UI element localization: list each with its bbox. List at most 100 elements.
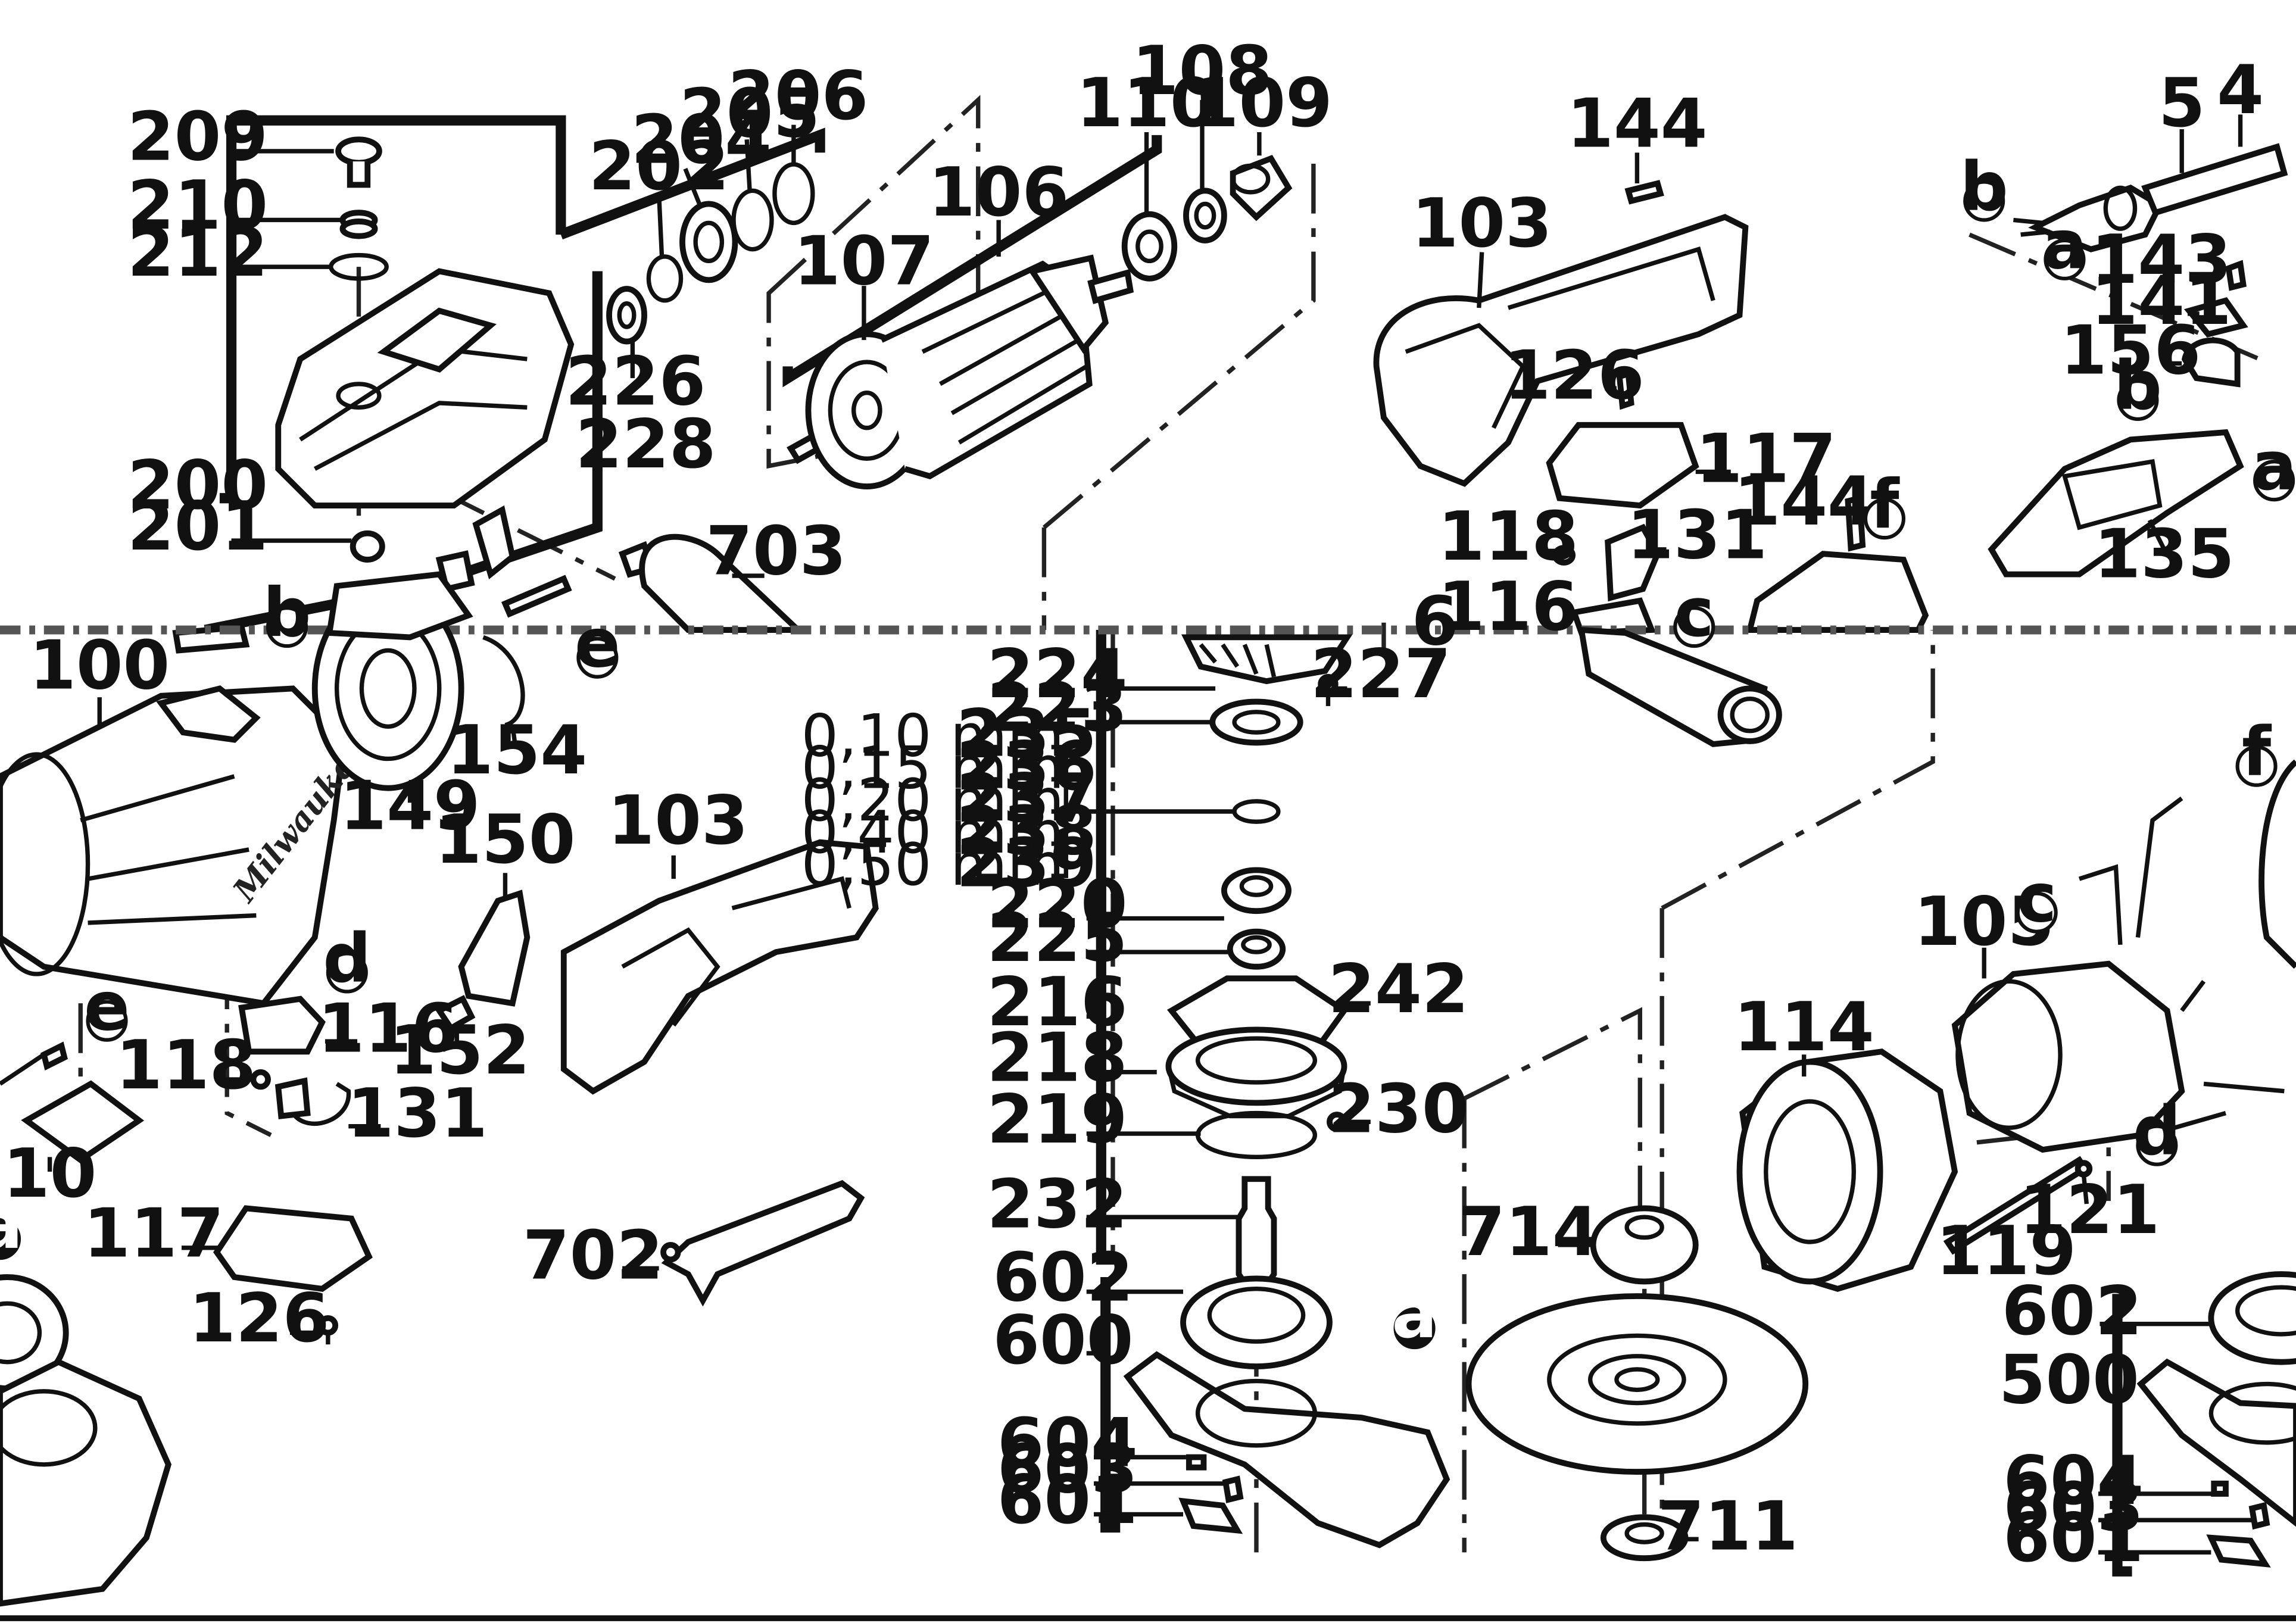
- label-230: 230: [1328, 1070, 1468, 1148]
- label-156: 156: [2060, 311, 2201, 390]
- marker-e-2: e: [84, 967, 130, 1045]
- label-107: 107: [794, 222, 934, 301]
- bearing-stack: [606, 162, 815, 345]
- label-228: 228: [575, 405, 716, 483]
- marker-c-1: c: [1674, 573, 1714, 652]
- label-602-right: 602: [2002, 1272, 2142, 1350]
- marker-b-1: b: [1960, 147, 2008, 226]
- label-218: 218: [987, 1018, 1127, 1097]
- marker-b-3: b: [263, 573, 311, 652]
- label-225: 225: [987, 898, 1127, 977]
- marker-b-2: b: [2114, 347, 2162, 425]
- label-117-top: 117: [1696, 420, 1836, 498]
- label-149: 149: [340, 767, 481, 845]
- label-604-center: 604: [997, 1403, 1138, 1482]
- label-209: 209: [127, 98, 268, 176]
- marker-a-4: a: [1392, 1275, 1437, 1353]
- label-131-lower: 131: [347, 1074, 488, 1153]
- label-110: 110: [1076, 64, 1216, 142]
- rear-handle-lower: [560, 839, 879, 1095]
- label-602-center: 602: [993, 1238, 1133, 1316]
- label-106: 106: [928, 153, 1069, 232]
- guard-500: [2136, 1271, 2296, 1568]
- marker-e-1: e: [575, 604, 620, 683]
- label-232: 232: [987, 1165, 1127, 1243]
- part-labels: 209 210 212 200 201 202 204 205 206 226 …: [3, 32, 2264, 1577]
- label-10: 10: [3, 1134, 96, 1213]
- label-604-right: 604: [2003, 1441, 2144, 1520]
- label-118-lower: 118: [116, 1026, 256, 1104]
- marker-f-1: f: [1870, 465, 1900, 544]
- label-236: 236: [956, 727, 1097, 806]
- label-714: 714: [1458, 1193, 1599, 1271]
- lock-button-parts: [172, 505, 572, 654]
- label-131-top: 131: [1627, 496, 1767, 575]
- label-100: 100: [29, 626, 170, 704]
- shim-size-238: 0,40 mm: [801, 799, 1065, 867]
- lock-lever-150: [435, 889, 531, 1032]
- guard-lower-left: [0, 1274, 172, 1607]
- label-223: 223: [987, 669, 1127, 747]
- marker-a-1: a: [2042, 206, 2087, 285]
- label-204: 204: [631, 101, 772, 179]
- label-227: 227: [1311, 635, 1451, 713]
- label-143: 143: [2091, 220, 2232, 299]
- label-601-right: 601: [2003, 1499, 2144, 1577]
- label-6: 6: [1412, 582, 1459, 661]
- label-117-lower: 117: [83, 1194, 224, 1273]
- label-235: 235: [956, 695, 1097, 773]
- label-226: 226: [565, 342, 706, 420]
- switch-cover-lower: [213, 1205, 373, 1345]
- label-603-right: 603: [2003, 1468, 2144, 1546]
- label-216: 216: [987, 963, 1127, 1041]
- label-103-lower: 103: [608, 781, 748, 860]
- label-224: 224: [987, 635, 1127, 713]
- armature-107: [787, 254, 1134, 489]
- field-105: [1951, 796, 2285, 1153]
- label-144-top: 144: [1567, 85, 1707, 163]
- label-219: 219: [987, 1080, 1127, 1159]
- screws-119-121: [1943, 1156, 2093, 1255]
- gear-149: [311, 571, 525, 791]
- guard-600: [1123, 1275, 1450, 1549]
- leader-lines: [47, 99, 2253, 1555]
- label-202: 202: [589, 127, 729, 205]
- label-242: 242: [1328, 950, 1468, 1028]
- label-205: 205: [679, 74, 820, 152]
- label-119: 119: [1936, 1212, 2076, 1290]
- label-603-center: 603: [997, 1430, 1138, 1509]
- label-4: 4: [2217, 51, 2264, 129]
- label-126-lower: 126: [189, 1279, 329, 1357]
- label-239: 239: [956, 823, 1097, 902]
- marker-a-3: a: [0, 1185, 23, 1264]
- wrench-702: [660, 1180, 865, 1307]
- label-703: 703: [706, 512, 846, 591]
- label-114: 114: [1734, 988, 1874, 1066]
- group-brackets: [204, 115, 2132, 1577]
- side-handle-tube: [1578, 626, 1782, 747]
- label-212: 212: [127, 213, 268, 292]
- label-126-top: 126: [1504, 336, 1645, 415]
- shim-sizes: 0,10 mm 0,15 mm 0,20 mm 0,40 mm 0,50 mm: [801, 703, 1065, 899]
- right-edge-stator: [2258, 759, 2296, 969]
- label-237: 237: [956, 759, 1097, 838]
- marker-d-1: d: [323, 919, 371, 997]
- label-150: 150: [435, 800, 575, 879]
- label-220: 220: [987, 864, 1127, 943]
- spindle-stack: [1165, 634, 1353, 1295]
- brush-parts-lower: [0, 995, 351, 1164]
- motor-housing-100: Milwaukee: [0, 685, 376, 1007]
- label-108: 108: [1132, 32, 1272, 110]
- side-handle-703: [618, 533, 806, 633]
- label-135: 135: [2094, 515, 2235, 594]
- label-702: 702: [523, 1216, 663, 1294]
- label-5: 5: [2158, 64, 2205, 142]
- label-238: 238: [956, 791, 1097, 870]
- shim-size-237: 0,20 mm: [801, 767, 1065, 835]
- switch-assembly: [1988, 143, 2288, 578]
- label-141: 141: [2091, 261, 2232, 340]
- gear-cover-assembly: [275, 136, 575, 563]
- armature-bearings: [1121, 155, 1293, 282]
- label-118-top: 118: [1438, 497, 1578, 576]
